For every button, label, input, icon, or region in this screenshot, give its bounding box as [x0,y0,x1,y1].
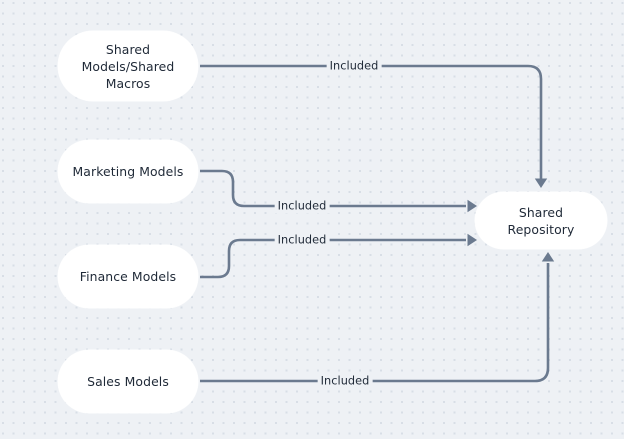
edge-label-finance-models: Included [274,232,330,248]
node-finance-models[interactable]: Finance Models [58,245,198,308]
node-label-line: Shared [105,41,151,57]
edge-line [200,238,466,279]
edge-line [200,263,550,383]
node-label-line: Macros [105,75,151,91]
node-label: Finance Models [79,269,177,284]
edge-label-shared-models: Included [326,58,382,74]
edge-arrowhead [534,178,548,188]
node-label: Shared Repository [507,204,575,237]
edge-line [200,64,543,181]
edge-label-marketing-models: Included [274,198,330,214]
node-label: Marketing Models [72,164,184,179]
edge-arrowhead [541,252,555,262]
edge-arrowhead [467,233,477,247]
edge-arrowhead [467,199,477,213]
node-label: Sales Models [87,374,169,389]
node-shared-repository[interactable]: Shared Repository [475,192,607,249]
node-label-line: Models/Shared [81,58,175,74]
edge-label-sales-models: Included [317,373,373,389]
node-sales-models[interactable]: Sales Models [58,350,198,413]
node-marketing-models[interactable]: Marketing Models [58,140,198,203]
edge-line [200,169,466,208]
